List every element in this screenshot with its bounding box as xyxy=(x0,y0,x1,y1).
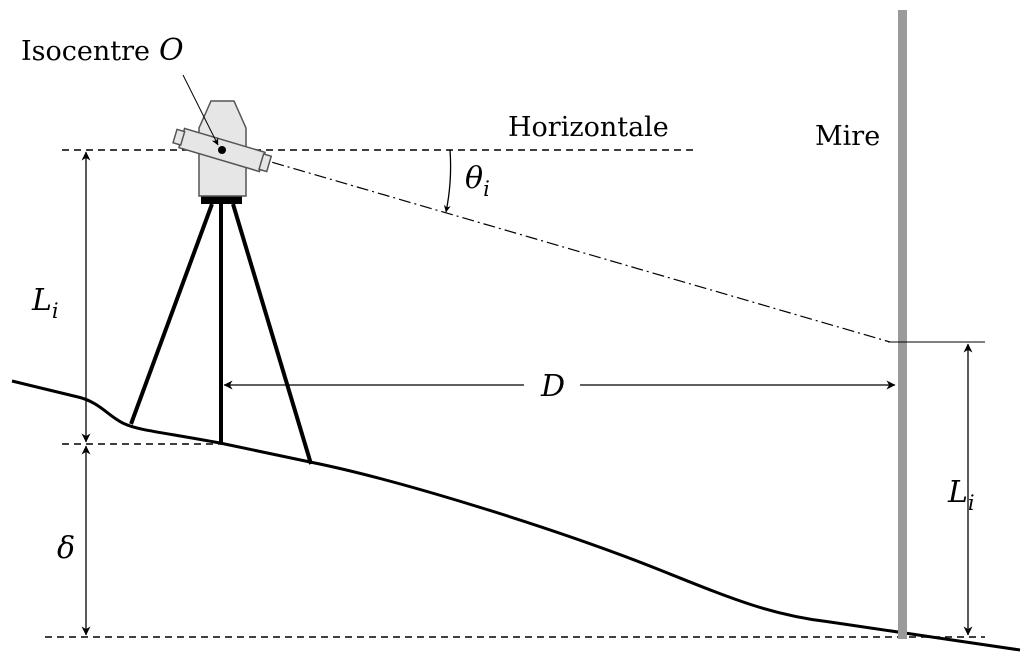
isocentre-pointer xyxy=(182,74,219,146)
telescope-objective xyxy=(258,153,273,173)
tripod xyxy=(129,196,313,465)
angle-arc xyxy=(443,149,452,213)
telescope-eyepiece xyxy=(172,128,186,146)
tripod-leg-left xyxy=(129,203,214,425)
ground-profile xyxy=(11,379,1021,652)
instrument xyxy=(172,100,273,197)
height-label-left: Li xyxy=(31,283,59,323)
tripod-leg-right xyxy=(231,203,313,465)
sight-line xyxy=(229,149,891,343)
tripod-head xyxy=(201,196,242,204)
angle-label: θi xyxy=(465,161,490,201)
height-label-right: Li xyxy=(947,475,975,515)
distance-label: D xyxy=(540,369,565,404)
horizontal-label: Horizontale xyxy=(508,112,669,143)
staff-label: Mire xyxy=(815,121,880,152)
levelling-staff xyxy=(898,10,907,639)
delta-label: δ xyxy=(57,531,75,566)
isocentre-point xyxy=(218,146,226,154)
